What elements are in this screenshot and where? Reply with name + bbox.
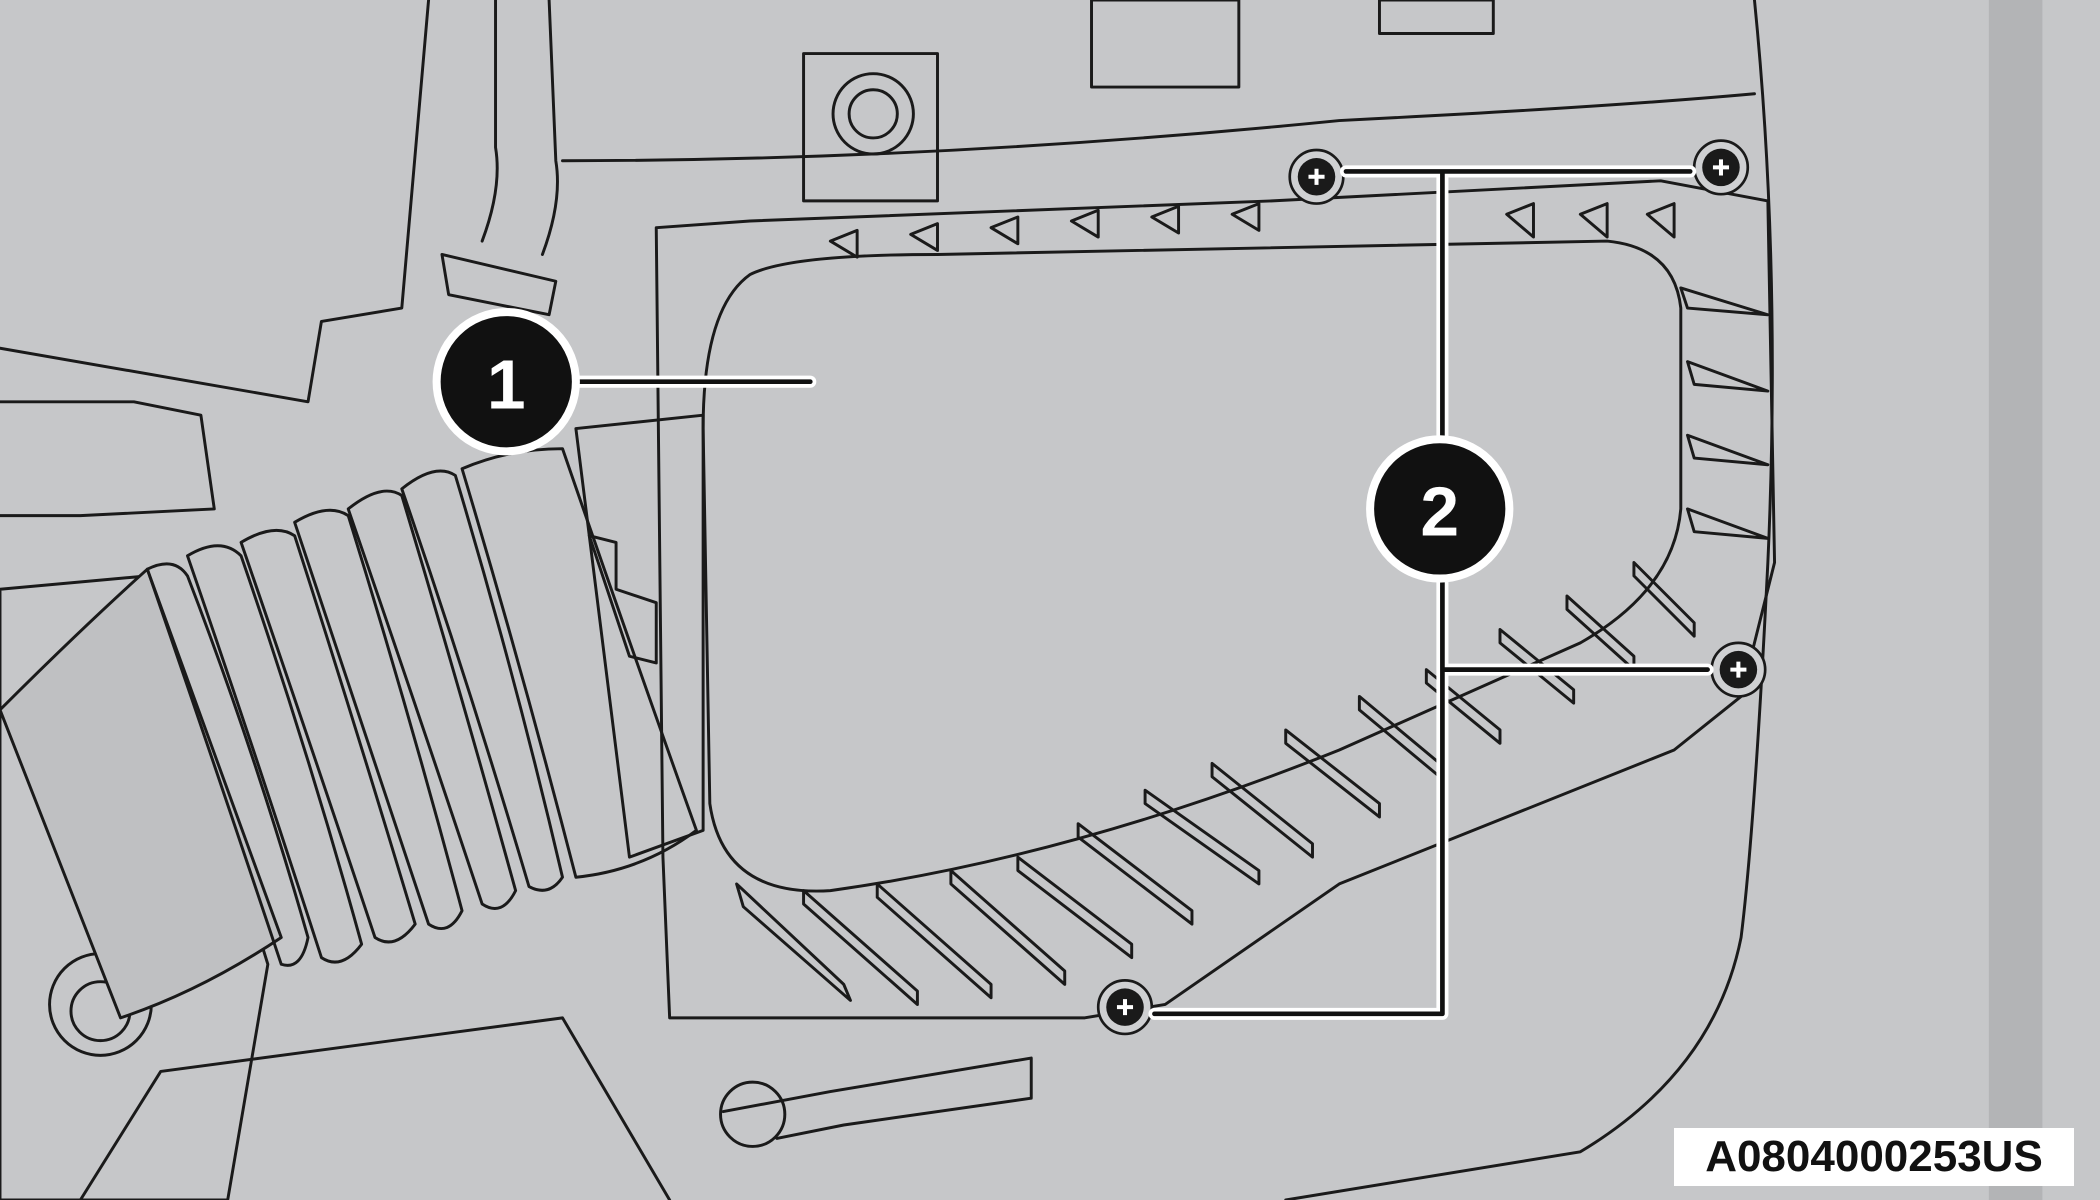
callout-2: 2 xyxy=(1366,435,1514,583)
callout-2-number: 2 xyxy=(1420,473,1459,551)
leader-lines xyxy=(556,165,1714,1020)
reference-code-label: A0804000253US xyxy=(1674,1128,2074,1186)
screw-icon xyxy=(1096,979,1154,1036)
callout-1-number: 1 xyxy=(487,345,526,423)
air-cleaner-cover xyxy=(701,239,1683,893)
screw-icon xyxy=(1692,139,1750,196)
callout-1: 1 xyxy=(432,308,580,456)
intake-hose xyxy=(0,413,705,1020)
screw-icon xyxy=(1288,148,1345,205)
screw-icon xyxy=(1710,641,1767,698)
cover-screws xyxy=(1096,139,1767,1036)
